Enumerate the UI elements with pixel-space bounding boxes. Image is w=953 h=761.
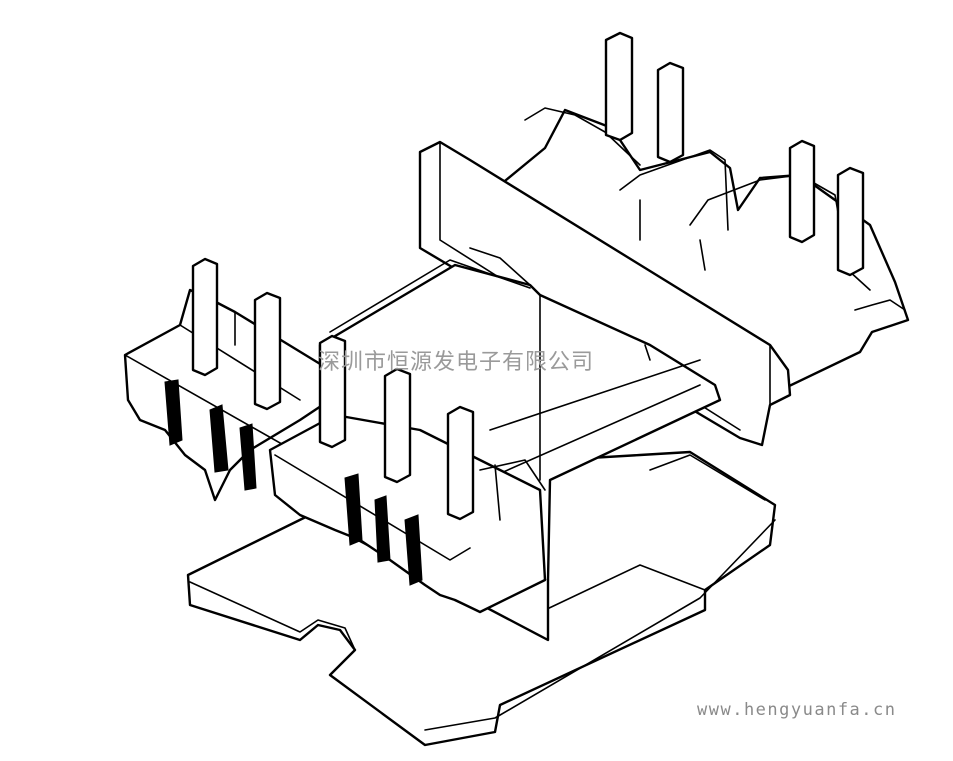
rear-pins — [604, 31, 865, 277]
front-right-pin-block — [268, 413, 547, 614]
watermark-company-name: 深圳市恒源发电子有限公司 — [318, 350, 595, 375]
front-pins — [191, 257, 475, 521]
website-url: www.hengyuanfa.cn — [697, 700, 897, 720]
